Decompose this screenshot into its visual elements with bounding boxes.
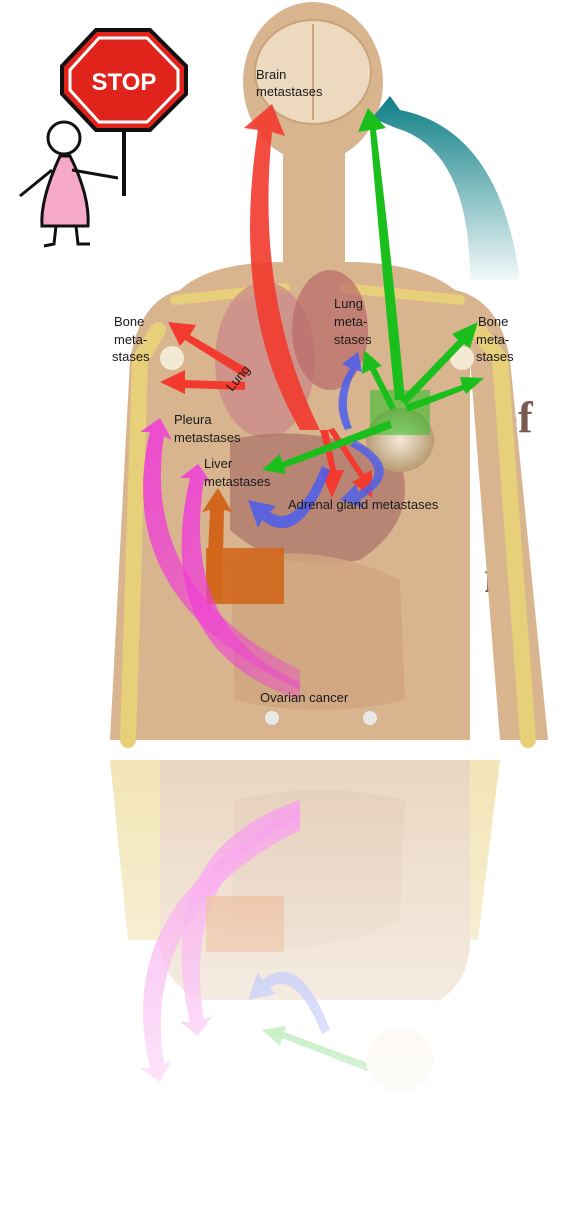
anatomy-figure: Brain metastases Bone meta- stases Bone … [110, 2, 548, 740]
label-adrenal: Adrenal gland metastases [288, 497, 439, 512]
left-shoulder-joint [160, 346, 184, 370]
right-ovary [363, 711, 377, 725]
label-pleura-line2: metastases [174, 430, 241, 445]
label-liver-line1: Liver [204, 456, 233, 471]
green-tumor-region [370, 390, 430, 435]
reflection [110, 760, 500, 1092]
label-liver-line2: metastases [204, 474, 271, 489]
label-bone-left-line2: meta- [114, 332, 147, 347]
label-bone-right-line1: Bone [478, 314, 508, 329]
neck [283, 150, 345, 270]
heart-organ [292, 270, 368, 390]
label-pleura-line1: Pleura [174, 412, 212, 427]
label-lung-meta-line2: meta- [334, 314, 367, 329]
label-bone-right-line2: meta- [476, 332, 509, 347]
stop-sign-figure: STOP [20, 30, 186, 246]
stop-sign-text: STOP [92, 69, 157, 96]
left-ovary [265, 711, 279, 725]
teal-arrow [372, 96, 520, 280]
label-brain-line1: Brain [256, 67, 286, 82]
stick-figure-head [48, 122, 80, 154]
label-bone-right-line3: stases [476, 349, 514, 364]
orange-arrow-base [206, 548, 284, 604]
stick-figure-dress [42, 156, 88, 226]
stick-figure-leg-right [76, 226, 90, 244]
stick-figure-leg-left [44, 226, 56, 246]
label-brain-line2: metastases [256, 84, 323, 99]
label-lung-meta-line1: Lung [334, 296, 363, 311]
label-lung-meta-line3: stases [334, 332, 372, 347]
label-bone-left-line3: stases [112, 349, 150, 364]
label-ovarian: Ovarian cancer [260, 690, 349, 705]
label-bone-left-line1: Bone [114, 314, 144, 329]
